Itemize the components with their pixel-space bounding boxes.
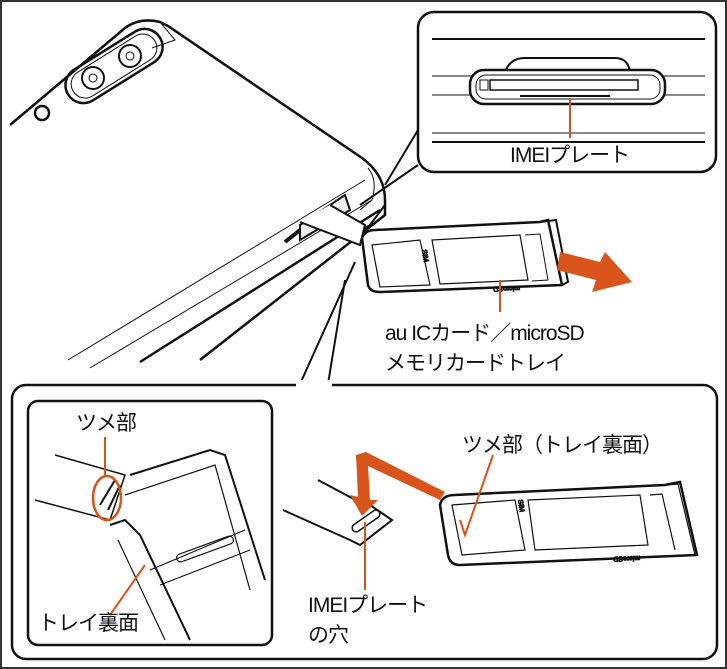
pull-out-arrow-icon bbox=[557, 252, 632, 292]
phone-body bbox=[9, 19, 387, 369]
tray-label-line1: au ICカード／microSD bbox=[385, 322, 585, 345]
callout-lines bbox=[299, 261, 356, 385]
tray-back-label: トレイ裏面 bbox=[38, 612, 138, 635]
claw-tray-back-label: ツメ部（トレイ裏面） bbox=[462, 434, 662, 457]
camera-module bbox=[64, 27, 164, 105]
tray-sim-mark-bottom: SIM bbox=[516, 499, 525, 513]
imei-hole-label-line2: の穴 bbox=[308, 624, 349, 647]
tray-label-line2: メモリカードトレイ bbox=[385, 352, 565, 375]
imei-plate-label: IMEIプレート bbox=[510, 144, 629, 167]
flash-icon bbox=[33, 104, 51, 122]
tray-sim-mark: SIM bbox=[420, 249, 429, 263]
claw-label: ツメ部 bbox=[76, 412, 136, 435]
imei-hole-label-line1: IMEIプレート bbox=[308, 594, 427, 617]
imei-plate-inset: IMEIプレート bbox=[359, 10, 718, 206]
top-sim-tray: SIM microSD bbox=[360, 218, 570, 294]
pin-insert-arrow-icon bbox=[350, 452, 445, 516]
claw-detail-inset: ツメ部 トレイ裏面 bbox=[26, 399, 274, 647]
tray-microsd-mark-bottom: microSD bbox=[613, 554, 640, 562]
bottom-sim-tray: SIM microSD bbox=[438, 480, 699, 567]
tray-microsd-mark: microSD bbox=[493, 284, 520, 292]
claw-leader-line bbox=[459, 454, 494, 539]
